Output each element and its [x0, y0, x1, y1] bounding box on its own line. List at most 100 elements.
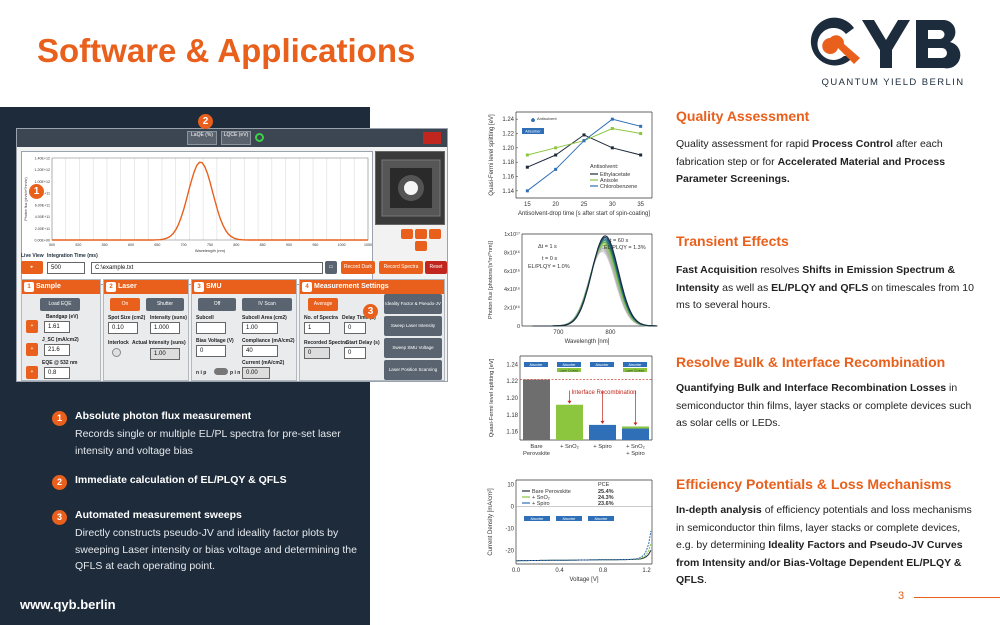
plot-xtick: 950 [312, 243, 318, 247]
annotation-t60: t = 60 s [610, 238, 628, 244]
ytick-label: 8x10¹⁶ [504, 249, 520, 256]
close-button[interactable] [423, 132, 441, 144]
delay-time-input[interactable]: 0 [344, 322, 366, 334]
plot-xtick: 800 [233, 243, 239, 247]
laser-position-button[interactable]: Laser Position Scanning [384, 360, 442, 380]
category-label: + Spiro [593, 444, 612, 450]
sample-number: 1 [24, 282, 34, 292]
xtick-label: 700 [553, 330, 564, 336]
te-text-1: Fast Acquisition [676, 264, 758, 276]
ytick-label: 1.22 [502, 132, 514, 138]
plot-xtick: 750 [207, 243, 213, 247]
ytick-label: 10 [507, 482, 514, 488]
website-url[interactable]: www.qyb.berlin [20, 597, 116, 612]
integration-time-input[interactable]: 500 [47, 262, 85, 274]
ytick-label: -10 [505, 527, 514, 533]
ytick-label: 2x10¹⁶ [504, 305, 520, 312]
feature-1-number: 1 [52, 411, 67, 426]
bandgap-input[interactable]: 1.61 [44, 321, 70, 333]
ytick-label: 1.24 [506, 362, 518, 368]
record-spectra-button[interactable]: Record Spectra [379, 261, 423, 274]
rb-text-2: in semiconductor thin films, layer stack… [676, 382, 972, 429]
intensity-input[interactable]: 1.000 [150, 322, 180, 334]
legend-label: Bare Perovskite [532, 489, 571, 495]
laser-on-button[interactable]: On [110, 298, 140, 311]
smu-off-button[interactable]: Off [198, 298, 236, 311]
iv-scan-button[interactable]: IV Scan [242, 298, 292, 311]
polarity-toggle[interactable] [214, 368, 228, 375]
te-text-4: as well as [719, 281, 772, 294]
folder-icon[interactable]: ▭ [325, 261, 337, 274]
camera-settings-button[interactable] [415, 241, 427, 251]
xtick-label: 0.0 [512, 568, 521, 574]
sweep-smu-button[interactable]: Sweep SMU Voltage [384, 338, 442, 358]
smu-title: SMU [206, 283, 222, 290]
camera-capture-button[interactable] [429, 229, 441, 239]
jsc-toggle[interactable]: + [26, 343, 38, 356]
data-point [610, 126, 614, 130]
ytick-label: 1.16 [502, 175, 514, 181]
status-indicator [255, 133, 264, 142]
nip-label: n i p [196, 370, 207, 376]
bar [556, 404, 583, 440]
start-delay-input[interactable]: 0 [344, 347, 366, 359]
qa-text-1: Quality assessment for rapid [676, 138, 812, 150]
num-spectra-input[interactable]: 1 [304, 322, 330, 334]
data-point [525, 165, 529, 169]
eqe-label: EQE @ 532 nm [42, 360, 78, 366]
file-path-input[interactable]: C:\example.txt [91, 262, 323, 274]
jsc-input[interactable]: 21.6 [44, 344, 70, 356]
legend-label: Ethylacetate [600, 172, 630, 178]
intensity-label: Intensity (suns) [150, 315, 187, 321]
contact-layer-label: Layer Contact [626, 368, 645, 372]
bandgap-toggle[interactable]: + [26, 320, 38, 333]
spot-size-label: Spot Size (cm2) [108, 315, 146, 321]
live-view-row: Live View Integration Time (ms) ▸ 500 C:… [21, 253, 447, 274]
bar [589, 424, 616, 440]
data-point [554, 167, 558, 171]
reset-button[interactable]: Reset [425, 261, 447, 274]
qa-text-2: Process Control [811, 138, 894, 150]
sweep-laser-button[interactable]: Sweep Laser Intensity [384, 316, 442, 336]
live-view-toggle[interactable]: ▸ [21, 261, 43, 274]
ep-text-4: . [704, 574, 707, 586]
ytick-label: 1.20 [506, 396, 518, 402]
pin-label: p i n [230, 370, 241, 376]
measurement-title: Measurement Settings [314, 283, 389, 290]
antisolvent-label: Antisolvent [537, 116, 557, 121]
spot-size-input[interactable]: 0.10 [108, 322, 138, 334]
subcell-area-input[interactable]: 1.00 [242, 322, 278, 334]
actual-intensity-label: Actual Intensity (suns) [132, 340, 186, 346]
interlock-label: Interlock [108, 340, 129, 346]
eqe-input[interactable]: 0.8 [44, 367, 70, 379]
camera-zoom-button[interactable] [401, 229, 413, 239]
subcell-select[interactable] [196, 322, 226, 334]
plot-ytick: 6.00E+11 [35, 203, 50, 207]
average-button[interactable]: Average [308, 298, 338, 311]
record-dark-button[interactable]: Record Dark [341, 261, 375, 274]
lqce-display: LQCE (eV) [221, 131, 251, 145]
ytick-label: 6x10¹⁶ [504, 268, 520, 275]
section-body-transient: Fast Acquisition resolves Shifts in Emis… [676, 262, 976, 315]
absorber-layer [522, 128, 544, 134]
page-line [914, 597, 1000, 598]
bias-voltage-input[interactable]: 0 [196, 345, 226, 357]
jsc-label: J_SC (mA/cm2) [42, 337, 79, 343]
compliance-input[interactable]: 40 [242, 345, 278, 357]
plot-ytick: 1.20E+12 [35, 168, 51, 172]
annotation-dt: Δt = 1 s [538, 244, 557, 250]
section-body-quality: Quality assessment for rapid Process Con… [676, 136, 976, 189]
xtick-label: 15 [524, 202, 531, 208]
layer-stack [524, 516, 550, 521]
eqe-toggle[interactable]: + [26, 366, 38, 379]
ylabel: Quasi-Fermi level splitting [eV] [489, 114, 495, 196]
shutter-button[interactable]: Shutter [146, 298, 184, 311]
category-label: Bare [530, 444, 542, 450]
ideality-factor-button[interactable]: Ideality Factor & Pseudo-JV [384, 294, 442, 314]
load-eqe-button[interactable]: Load EQE [40, 298, 80, 311]
ep-text-3: Ideality Factors and Pseudo-JV Curves fr… [676, 539, 963, 586]
camera-focus-button[interactable] [415, 229, 427, 239]
layer-stack [588, 516, 614, 521]
